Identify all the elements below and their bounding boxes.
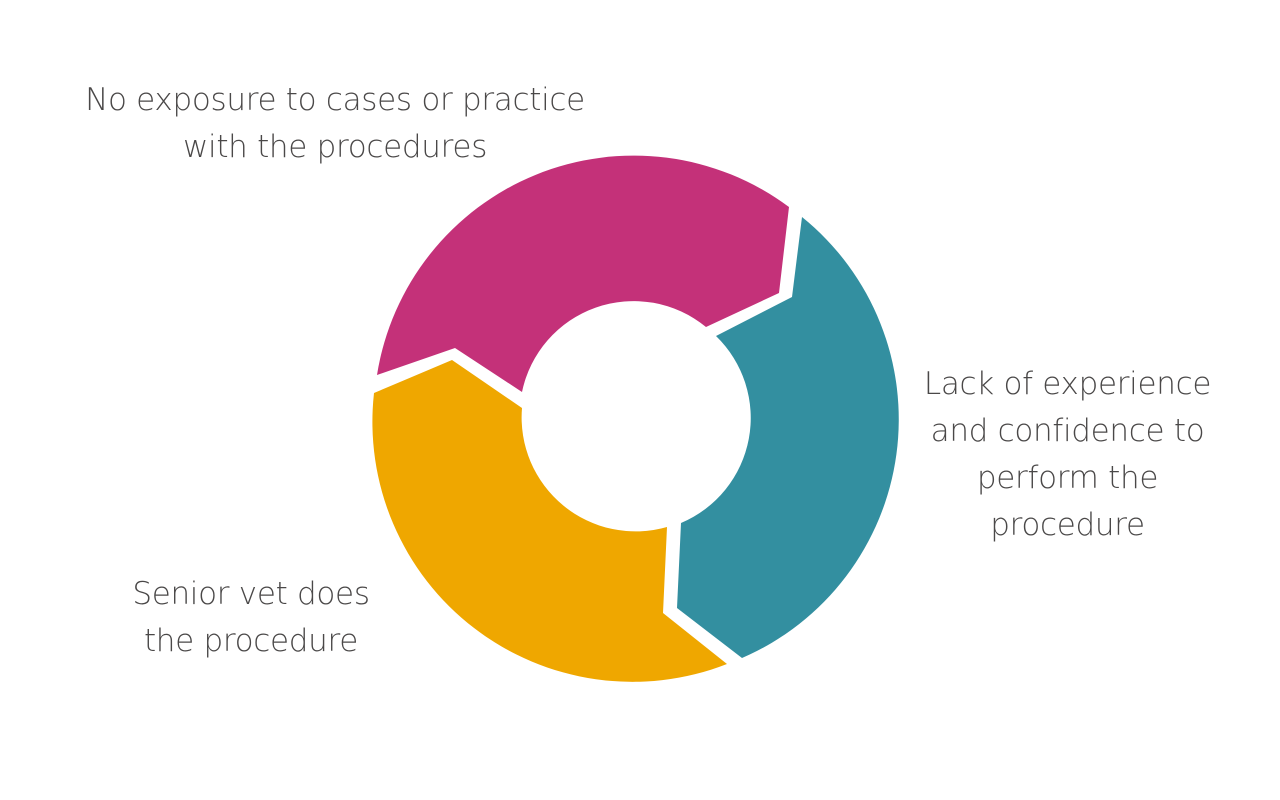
segment-right-label-line: Lack of experience: [923, 366, 1212, 402]
segment-top-label-line: with the procedures: [182, 129, 488, 165]
segment-right-label: Lack of experience and confidence to per…: [900, 361, 1235, 549]
segment-left-label-line: Senior vet does: [132, 576, 370, 612]
segment-right-label-line: procedure: [990, 507, 1145, 543]
segment-right: [677, 217, 899, 658]
segment-left: [372, 360, 727, 682]
segment-right-label-line: perform the: [976, 460, 1159, 496]
segment-right-label-line: and confidence to: [930, 413, 1205, 449]
segment-top-label-line: No exposure to cases or practice: [85, 82, 585, 118]
segment-left-label: Senior vet does the procedure: [95, 571, 407, 665]
segment-top: [377, 155, 789, 392]
segment-top-label: No exposure to cases or practice with th…: [40, 77, 630, 171]
segment-left-label-line: the procedure: [143, 623, 359, 659]
